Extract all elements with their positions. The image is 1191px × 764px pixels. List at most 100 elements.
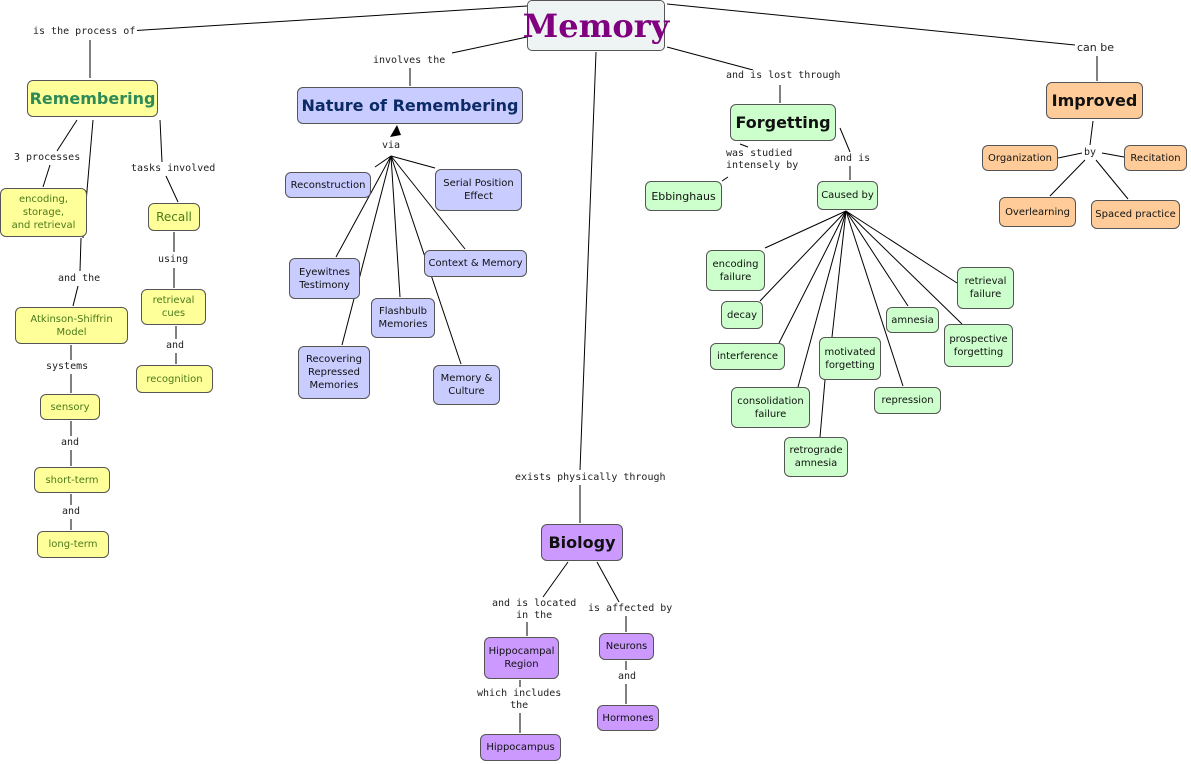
concept-motivated-forgetting[interactable]: motivated forgetting [819,337,881,380]
connector-line [845,210,958,284]
connector-line [596,561,620,603]
connector-line [579,51,597,471]
connector-line [542,561,569,598]
concept-amnesia[interactable]: amnesia [886,307,939,333]
concept-forgetting[interactable]: Forgetting [730,104,836,141]
concept-recovering-repressed-memories[interactable]: Recovering Repressed Memories [298,346,370,399]
connector-line [778,210,847,344]
connector-line [390,155,436,169]
concept-memory-and-culture[interactable]: Memory & Culture [433,365,500,405]
connector-line [845,210,963,325]
concept-remembering[interactable]: Remembering [27,80,158,117]
connector-line [797,210,847,388]
connector-line [666,46,754,71]
connector-line [845,210,909,307]
link-label-involves-the: involves the [371,55,448,67]
concept-serial-position-effect[interactable]: Serial Position Effect [435,169,522,211]
concept-consolidation-failure[interactable]: consolidation failure [731,387,810,428]
concept-organization[interactable]: Organization [982,145,1058,171]
concept-retrograde-amnesia[interactable]: retrograde amnesia [784,437,848,477]
connector-line [42,164,51,188]
concept-decay[interactable]: decay [721,301,763,329]
connector-line [764,210,847,249]
concept-biology[interactable]: Biology [541,524,623,561]
connector-line [341,155,392,346]
connector-line [1089,120,1094,146]
concept-improved[interactable]: Improved [1046,82,1143,119]
concept-recognition[interactable]: recognition [136,365,213,393]
connector-line [127,5,528,32]
connector-line [159,119,163,163]
connector-line [374,155,392,168]
concept-repression[interactable]: repression [874,387,941,414]
connector-line [335,155,392,258]
concept-hormones[interactable]: Hormones [597,705,659,731]
concept-retrieval-cues[interactable]: retrieval cues [141,289,206,325]
arrowhead-icon [390,125,401,137]
concept-interference[interactable]: interference [710,343,785,370]
link-label-via: via [380,140,403,152]
concept-recitation[interactable]: Recitation [1124,145,1187,171]
link-label-and-short: and [59,437,82,449]
connector-line [739,143,749,148]
concept-nature-of-remembering[interactable]: Nature of Remembering [297,87,523,124]
link-label-affected-by: is affected by [586,603,675,615]
concept-flashbulb-memories[interactable]: Flashbulb Memories [371,298,435,338]
concept-encoding-failure[interactable]: encoding failure [706,250,765,291]
connector-line [1095,159,1129,200]
concept-long-term[interactable]: long-term [37,531,109,558]
connector-line [56,119,78,152]
concept-spaced-practice[interactable]: Spaced practice [1091,200,1180,229]
concept-encoding-storage-retrieval[interactable]: encoding, storage, and retrieval [0,188,87,237]
link-label-exists-physically: exists physically through [513,472,668,484]
link-label-and-is: and is [832,153,873,165]
concept-overlearning[interactable]: Overlearning [999,197,1076,227]
connector-line [390,155,401,298]
link-label-systems: systems [44,361,91,373]
concept-neurons[interactable]: Neurons [599,633,654,660]
concept-reconstruction[interactable]: Reconstruction [285,172,371,198]
connector-line [845,210,904,387]
link-label-by: by [1082,147,1099,159]
connector-line [831,210,847,338]
concept-eyewitness-testimony[interactable]: Eyewitnes Testimony [289,258,360,299]
link-label-three-processes: 3 processes [12,152,83,164]
link-label-lost-through: and is lost through [724,70,843,82]
concept-short-term[interactable]: short-term [34,467,110,493]
concept-caused-by[interactable]: Caused by [817,181,878,210]
link-label-and-long: and [60,506,83,518]
concept-sensory[interactable]: sensory [40,394,100,420]
concept-ebbinghaus[interactable]: Ebbinghaus [645,181,722,211]
link-label-includes-the: which includes the [475,688,564,712]
concept-hippocampus[interactable]: Hippocampus [480,734,561,761]
link-label-and-the: and the [56,273,103,285]
concept-atkinson-shiffrin-model[interactable]: Atkinson-Shiffrin Model [15,307,128,344]
connector-line [666,3,1076,46]
link-label-tasks-involved: tasks involved [129,163,218,175]
connector-line [79,237,82,272]
link-label-process-of: is the process of [31,26,138,38]
link-label-and-hormones: and [616,671,639,683]
link-label-located-in: and is located in the [490,598,579,622]
connector-line [1057,152,1083,159]
connector-line [819,379,826,438]
concept-memory[interactable]: Memory [523,0,669,51]
concept-prospective-forgetting[interactable]: prospective forgetting [944,324,1013,367]
connector-line [721,176,729,182]
link-label-can-be: can be [1075,41,1117,54]
concept-retrieval-failure[interactable]: retrieval failure [957,267,1014,309]
link-label-studied-intensely: was studied intensely by [724,148,801,172]
link-label-using: using [156,254,191,266]
concept-hippocampal-region[interactable]: Hippocampal Region [484,637,559,679]
concept-recall[interactable]: Recall [148,203,200,231]
connector-line [390,155,466,250]
connector-line [72,285,79,307]
connector-line [1101,152,1125,158]
concept-context-and-memory[interactable]: Context & Memory [424,250,527,277]
connector-line [759,210,847,302]
connector-line [1049,159,1086,197]
connector-line [451,36,528,54]
link-label-and-recognition: and [164,340,187,352]
